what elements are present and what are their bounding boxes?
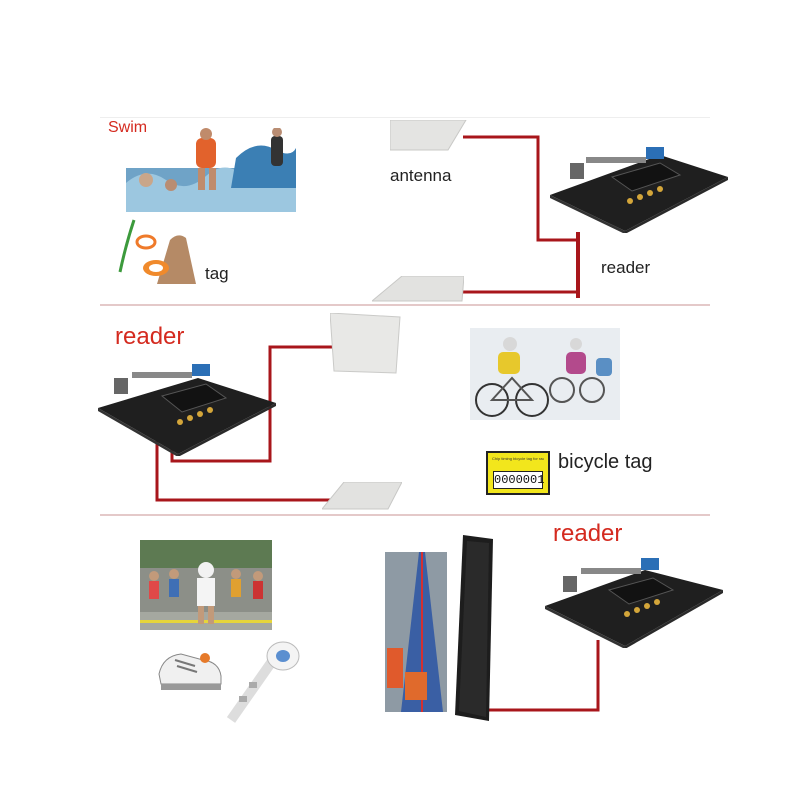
mat-antenna-strip (453, 535, 495, 721)
section-divider-1 (100, 304, 710, 306)
bib-number: 0000001 (493, 471, 545, 489)
antenna-panel-bottom (372, 276, 464, 302)
tag-label: tag (205, 264, 229, 283)
section-divider-2 (100, 514, 710, 516)
reader-device-top (550, 135, 728, 233)
section-divider-top (100, 117, 710, 118)
reader-label-bottom: reader (553, 520, 623, 547)
cyclists-photo (470, 328, 620, 420)
runners-photo (140, 540, 272, 630)
reader-device-middle (98, 358, 276, 456)
reader-device-bottom (545, 550, 723, 648)
wristband-tag-photo (112, 214, 196, 284)
bib-fine-print: Chip timing bicycle tag for race 2016 (492, 456, 544, 461)
bicycle-tag-label: bicycle tag (558, 451, 653, 473)
antenna-panel-middle-bottom (322, 482, 402, 510)
cable-mat-to-reader (483, 640, 600, 712)
reader-label-middle: reader (115, 323, 185, 350)
tag-roll-photo (225, 636, 305, 726)
reader-label-top: reader (601, 258, 651, 277)
bicycle-tag-bib: Chip timing bicycle tag for race 2016 00… (486, 451, 550, 495)
swim-photo (126, 128, 296, 212)
cable-antenna-top-to-reader (463, 135, 578, 242)
antenna-panel-middle-top (330, 313, 402, 375)
antenna-label: antenna (390, 166, 452, 185)
timing-mat-photo (385, 552, 447, 712)
antenna-panel-top (390, 120, 470, 152)
cable-reader-to-antenna-bottom (155, 440, 330, 502)
shoe-tag-photo (155, 640, 225, 696)
swim-label: Swim (108, 119, 148, 136)
